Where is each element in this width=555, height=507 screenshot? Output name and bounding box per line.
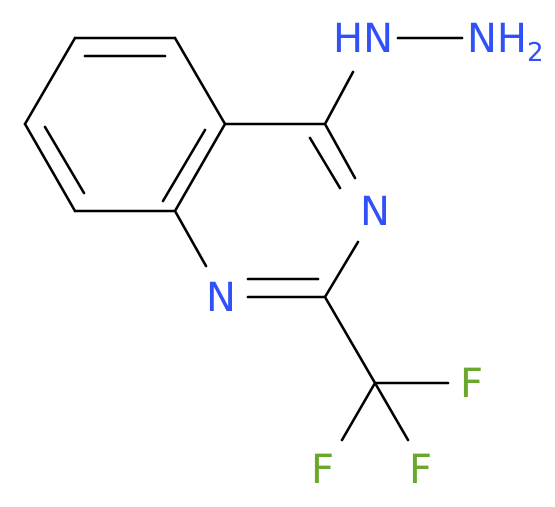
atom-label-nh2-subscript: 2 bbox=[527, 38, 544, 68]
atom-label-f1: F bbox=[460, 361, 483, 407]
bond-n3-c2 bbox=[323, 240, 360, 299]
atom-label-nh2-main: NH bbox=[467, 16, 527, 62]
bond-c4a-c8a-inner bbox=[161, 128, 207, 203]
atom-label-f2: F bbox=[311, 447, 334, 493]
bond-c4-n bbox=[323, 70, 355, 126]
bond-c4-n3-a bbox=[323, 122, 357, 180]
atom-label-nh: HN bbox=[333, 16, 393, 62]
bond-c7-c5 bbox=[23, 36, 77, 126]
bond-c-f3 bbox=[373, 381, 410, 442]
atom-label-nh2: NH2 bbox=[467, 16, 544, 68]
atom-labels: HN NH2 N N F F F bbox=[206, 16, 544, 493]
bond-c2-cf3 bbox=[323, 295, 377, 385]
bond-c4-n3-b bbox=[308, 136, 342, 190]
bond-c8-c7-inner bbox=[43, 125, 86, 195]
bond-c-f2 bbox=[340, 381, 377, 442]
bond-c4a-c8a bbox=[173, 122, 227, 213]
atom-label-n3: N bbox=[360, 189, 390, 235]
bonds bbox=[23, 36, 464, 442]
bond-c8-c7 bbox=[23, 122, 77, 213]
atom-label-f3: F bbox=[409, 447, 432, 493]
atom-label-n1: N bbox=[206, 275, 236, 321]
bond-n1-c8a bbox=[173, 209, 208, 268]
bond-c6-c4a bbox=[173, 36, 227, 126]
